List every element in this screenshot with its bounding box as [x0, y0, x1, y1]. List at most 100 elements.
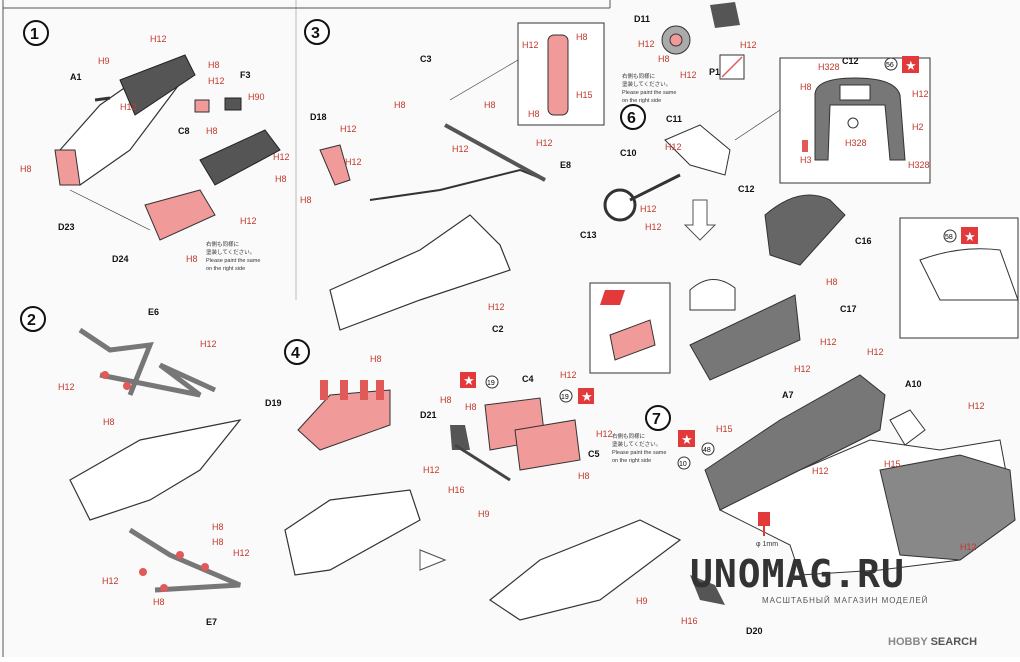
step-1-number: 1: [30, 26, 39, 43]
step-4: 4 D19 D21 C4 C5 H8 H8 H12 H16 H9 H8 H12 …: [265, 339, 682, 621]
part-c12-inset: C12: [842, 56, 859, 66]
star-badge: [961, 227, 978, 244]
part-d20: D20: [746, 626, 763, 636]
watermark: UNOMAG.RU: [690, 552, 905, 596]
color-code: H12: [638, 39, 655, 49]
color-code: H90: [248, 92, 265, 102]
step-3: 3 H12 H8 H15 H8 C3 D18 E8 C2 H12 H8 H12 …: [300, 19, 605, 334]
part-a10: A10: [905, 379, 922, 389]
color-code: H8: [826, 277, 838, 287]
star-icon: ★: [681, 432, 693, 447]
color-code: H8: [275, 174, 287, 184]
callout-number: 56: [886, 62, 894, 69]
part-a7: A7: [782, 390, 794, 400]
color-code: H328: [845, 138, 867, 148]
color-code: H12: [150, 34, 167, 44]
part-c5: C5: [588, 449, 600, 459]
color-code: H12: [968, 401, 985, 411]
color-code: H8: [440, 395, 452, 405]
color-code: H12: [640, 204, 657, 214]
credit-suffix: SEARCH: [930, 636, 978, 648]
part-c13: C13: [580, 230, 597, 240]
part-a1: A1: [70, 72, 82, 82]
star-badge: [678, 430, 695, 447]
color-code: H12: [273, 152, 290, 162]
step-2-badge: [20, 306, 46, 332]
c5-part: [514, 419, 581, 471]
d24-part: [144, 189, 216, 241]
callout-circle: [943, 229, 957, 243]
color-code: H8: [576, 32, 588, 42]
color-code: H12: [596, 429, 613, 439]
part-c12: C12: [738, 184, 755, 194]
star-icon: ★: [964, 229, 976, 244]
color-code: H9: [98, 56, 110, 66]
color-code: H12: [58, 382, 75, 392]
step-7-badge: [645, 405, 671, 431]
color-code: H12: [680, 70, 697, 80]
color-code: H8: [212, 522, 224, 532]
note-line: 塗装してください。: [612, 440, 661, 448]
gearbox: [199, 129, 281, 186]
note-line: 塗装してください。: [206, 248, 255, 256]
part-c17: C17: [840, 304, 857, 314]
color-code: H15: [716, 424, 733, 434]
chassis-top: [119, 54, 196, 116]
credit-brand: HOBBY: [888, 636, 928, 648]
color-code: H12: [960, 542, 977, 552]
color-code: H12: [794, 364, 811, 374]
star-badge: [578, 388, 594, 404]
part-d21: D21: [420, 410, 437, 420]
part-d11: D11: [634, 14, 650, 24]
callout-number: 48: [703, 447, 711, 454]
callout-circle: [559, 389, 573, 403]
callout-circle: [884, 57, 898, 71]
color-code: H12: [812, 466, 829, 476]
callout-number: 19: [487, 380, 495, 387]
color-code: H12: [645, 222, 662, 232]
color-code: H12: [522, 40, 539, 50]
color-code: H8: [300, 195, 312, 205]
part-c3: C3: [420, 54, 432, 64]
callout-circle: [677, 456, 691, 470]
note-line: on the right side: [206, 266, 245, 272]
part-p1: P1: [709, 67, 720, 77]
part-c10: C10: [620, 148, 637, 158]
step-6-number: 6: [627, 110, 636, 127]
note-line: on the right side: [622, 98, 661, 104]
star-badge: [460, 372, 476, 388]
part-f3: F3: [240, 70, 251, 80]
credit: HOBBY SEARCH: [888, 636, 977, 648]
color-code: H12: [665, 142, 682, 152]
color-code: H12: [102, 576, 119, 586]
note-line: Please paint the same: [206, 258, 260, 264]
part-e6: E6: [148, 307, 159, 317]
color-code: H8: [578, 471, 590, 481]
note-line: on the right side: [612, 458, 651, 464]
step-2-number: 2: [27, 312, 36, 329]
color-code: H12: [233, 548, 250, 558]
part-c8: C8: [178, 126, 190, 136]
color-code: H8: [103, 417, 115, 427]
part-d23: D23: [58, 222, 75, 232]
callout-circle: [701, 442, 715, 456]
part-d19: D19: [265, 398, 282, 408]
color-code: H3: [800, 155, 812, 165]
color-code: H12: [200, 339, 217, 349]
part-d24: D24: [112, 254, 129, 264]
d23-part: [54, 149, 81, 186]
note-line: 塗装してください。: [622, 80, 671, 88]
color-code: H12: [488, 302, 505, 312]
color-code: H8: [465, 402, 477, 412]
color-code: H8: [800, 82, 812, 92]
color-code: H16: [448, 485, 465, 495]
step-4-number: 4: [291, 345, 300, 362]
star-icon: ★: [581, 389, 593, 404]
color-code: H12: [867, 347, 884, 357]
color-code: H12: [560, 370, 577, 380]
note-line: 右側も同様に: [206, 240, 239, 248]
note-line: 右側も同様に: [622, 72, 655, 80]
step-3-number: 3: [311, 25, 320, 42]
part-e8: E8: [560, 160, 571, 170]
part-c11: C11: [666, 114, 682, 124]
